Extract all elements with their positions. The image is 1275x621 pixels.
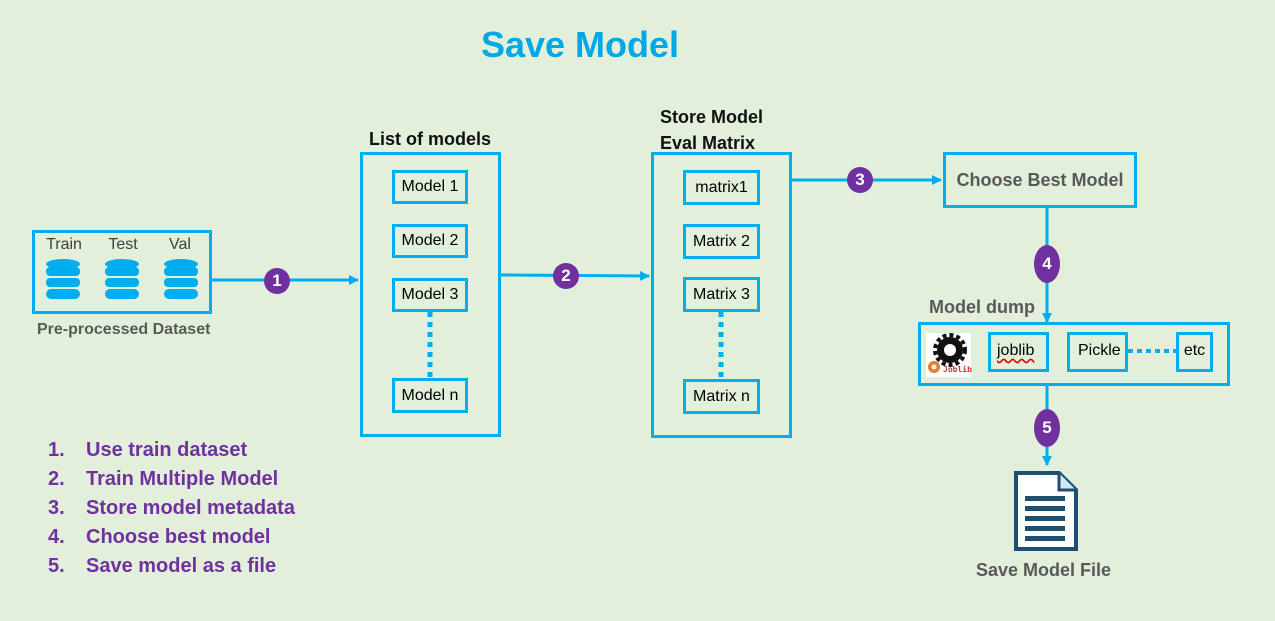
dataset-box [32,230,212,314]
eval-heading-line2: Eval Matrix [660,133,756,153]
save-model-file-caption: Save Model File [976,560,1112,580]
model-dump-heading: Model dump [929,297,1035,317]
model-item: Model 1 [392,170,468,204]
model-item: Model 3 [392,278,468,312]
dump-option-joblib: joblib [988,332,1049,372]
dataset-caption: Pre-processed Dataset [37,321,211,338]
matrix-item: Matrix 2 [683,224,760,259]
joblib-logo-text: Joblib [943,365,972,374]
step-badge-4: 4 [1034,245,1060,283]
database-icon [105,259,139,299]
dataset-label-val: Val [169,236,191,253]
step-item: 4.Choose best model [48,526,271,548]
models-box [360,152,501,437]
models-heading: List of models [369,129,492,149]
matrix-item: Matrix 3 [683,277,760,312]
step-badge-1: 1 [264,268,290,294]
step-badge-3: 3 [847,167,873,193]
step-badge-5: 5 [1034,409,1060,447]
eval-heading-line1: Store Model [660,107,764,127]
dump-option-etc: etc [1176,332,1213,372]
matrix-item: matrix1 [683,170,760,205]
dump-option-pickle: Pickle [1067,332,1128,372]
joblib-logo-icon: Joblib [926,333,972,377]
document-icon [1014,471,1078,551]
step-item: 3.Store model metadata [48,497,295,519]
step-item: 1.Use train dataset [48,439,248,461]
choose-best-model-box: Choose Best Model [943,152,1137,208]
model-dump-box [918,322,1230,386]
dataset-label-test: Test [108,236,138,253]
step-badge-2: 2 [553,263,579,289]
step-item: 2.Train Multiple Model [48,468,279,490]
matrix-item: Matrix n [683,379,760,414]
database-icon [164,259,198,299]
model-item: Model 2 [392,224,468,258]
eval-box [651,152,792,438]
page-title: Save Model [480,24,680,65]
step-item: 5.Save model as a file [48,555,277,577]
dataset-label-train: Train [46,236,82,253]
model-item: Model n [392,378,468,413]
steps-list: 1.Use train dataset 2.Train Multiple Mod… [48,436,295,581]
choose-best-model-label: Choose Best Model [956,169,1124,190]
database-icon [46,259,80,299]
